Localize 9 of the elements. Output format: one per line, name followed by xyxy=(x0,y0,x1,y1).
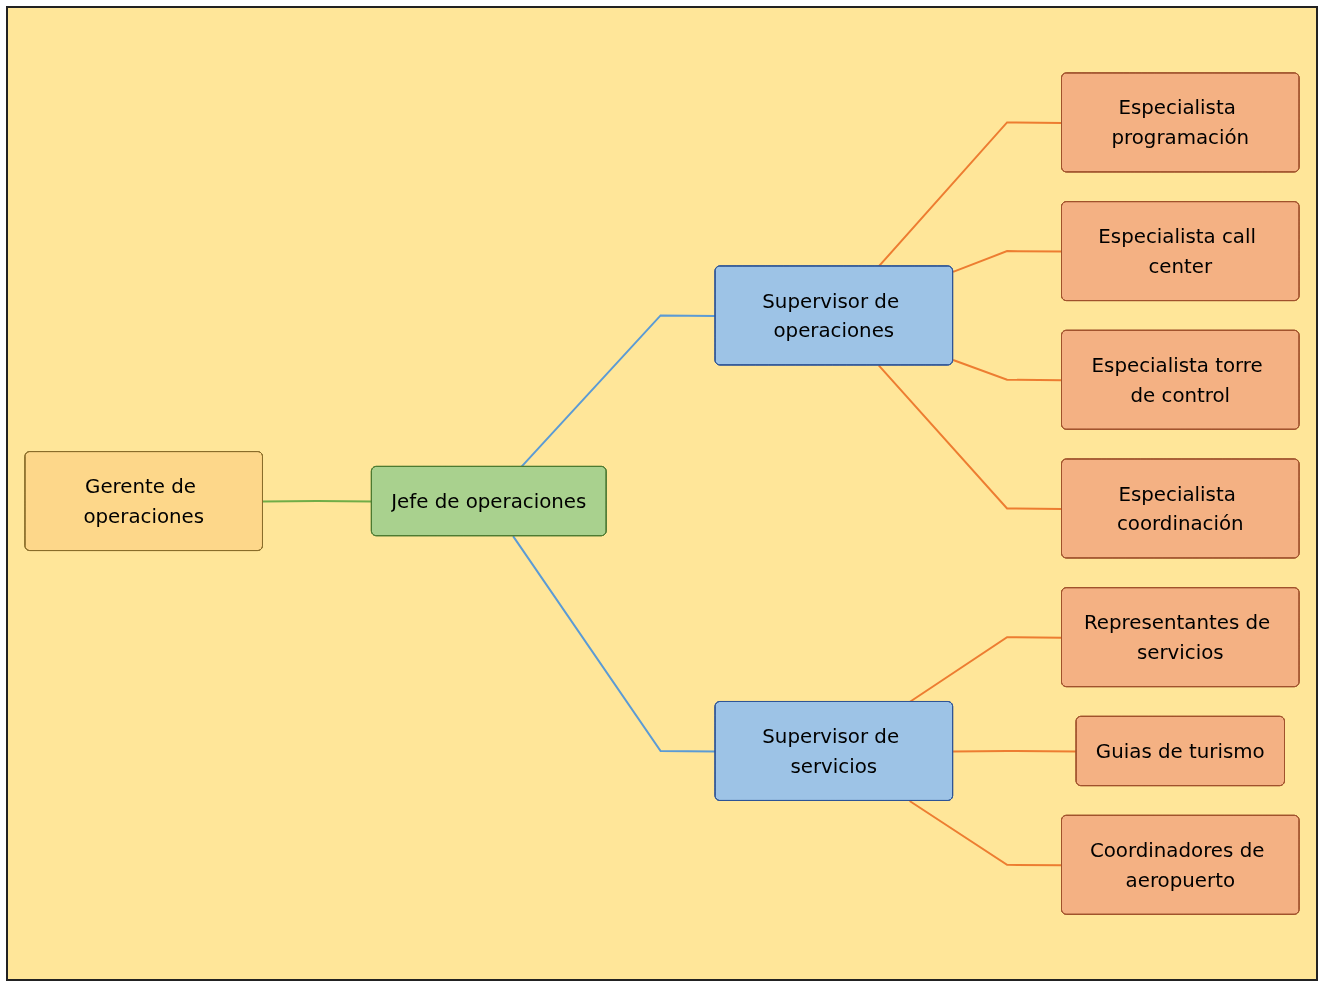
connector xyxy=(952,249,1063,273)
connector xyxy=(908,799,1063,867)
connector xyxy=(877,364,1063,510)
connector xyxy=(952,358,1063,382)
connector xyxy=(262,499,373,503)
connector xyxy=(952,749,1078,753)
connector xyxy=(512,535,717,753)
connector xyxy=(908,636,1063,703)
connector xyxy=(520,314,717,468)
